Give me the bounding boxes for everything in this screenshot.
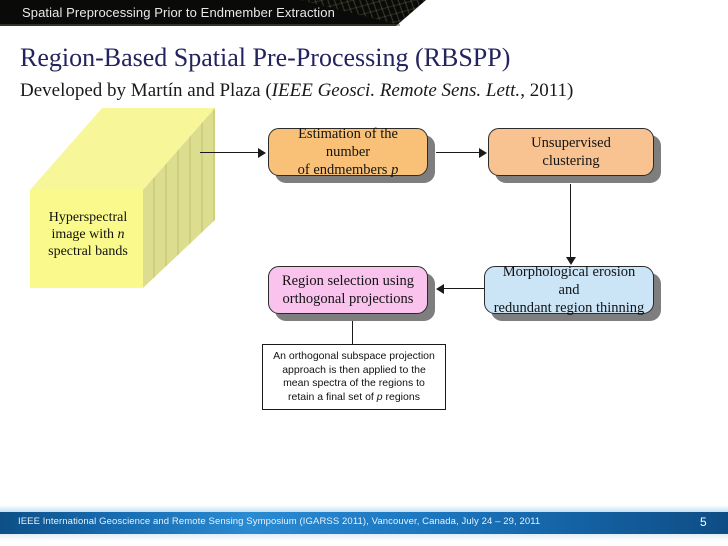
flow-box-morphological-erosion[interactable]: Morphological erosion and redundant regi… (484, 264, 654, 316)
connector-region-to-caption (352, 320, 354, 345)
caption-line1: An orthogonal subspace projection (273, 350, 435, 362)
flow-box-unsupervised-clustering[interactable]: Unsupervised clustering (488, 128, 654, 176)
cube-label: Hyperspectral image with n spectral band… (33, 209, 143, 260)
region-line2: orthogonal projections (282, 291, 414, 307)
cube-front-face (30, 190, 143, 288)
page-number: 5 (700, 515, 707, 529)
estimation-line1: Estimation of the number (298, 126, 398, 160)
clustering-line1: Unsupervised (531, 135, 611, 151)
cube-label-line1: Hyperspectral (48, 210, 128, 225)
estimation-line2-var: p (391, 162, 399, 178)
caption-line4-suffix: regions (382, 390, 420, 403)
morphological-line2: redundant region thinning (493, 300, 645, 316)
page-title: Region-Based Spatial Pre-Processing (RBS… (20, 43, 511, 72)
cube-label-line2-var: n (117, 227, 125, 242)
caption-line2: approach is then applied to the (282, 363, 426, 376)
connector-estimation-to-clustering (436, 152, 482, 154)
page-subtitle: Developed by Martín and Plaza (IEEE Geos… (20, 80, 573, 102)
clustering-line2: clustering (542, 153, 600, 169)
connector-clustering-to-morphological (570, 184, 572, 260)
arrow-estimation-to-clustering (479, 148, 487, 158)
hyperspectral-cube-graphic (30, 108, 215, 288)
arrow-cube-to-estimation (258, 148, 266, 158)
subtitle-prefix: Developed by Martín and Plaza ( (20, 80, 272, 101)
flow-box-region-selection[interactable]: Region selection using orthogonal projec… (268, 266, 428, 314)
caption-box: An orthogonal subspace projection approa… (262, 344, 446, 410)
header-wedge (396, 0, 728, 26)
arrow-morphological-to-region (436, 284, 444, 294)
morphological-line1: Morphological erosion and (502, 264, 636, 298)
region-line1: Region selection using (281, 273, 415, 289)
cube-label-line2-prefix: image with (51, 227, 118, 242)
cube-label-line3: spectral bands (48, 244, 128, 259)
connector-cube-to-estimation (200, 152, 260, 154)
header-bar (0, 0, 728, 26)
footer-conference-text: IEEE International Geoscience and Remote… (18, 516, 541, 527)
header-title: Spatial Preprocessing Prior to Endmember… (22, 5, 335, 20)
flow-box-estimation[interactable]: Estimation of the number of endmembers p (268, 126, 428, 178)
arrow-clustering-to-morphological (566, 257, 576, 265)
subtitle-journal: IEEE Geosci. Remote Sens. Lett. (271, 80, 521, 101)
caption-line4-prefix: retain a final set of (288, 390, 377, 403)
connector-morphological-to-region (442, 288, 484, 290)
footer-bar (0, 512, 728, 534)
subtitle-suffix: , 2011) (520, 80, 574, 101)
header-underline (0, 24, 400, 26)
estimation-line2-prefix: of endmembers (297, 162, 392, 178)
caption-line3: mean spectra of the regions to (283, 377, 425, 389)
caption-line4-var: p (376, 390, 383, 403)
